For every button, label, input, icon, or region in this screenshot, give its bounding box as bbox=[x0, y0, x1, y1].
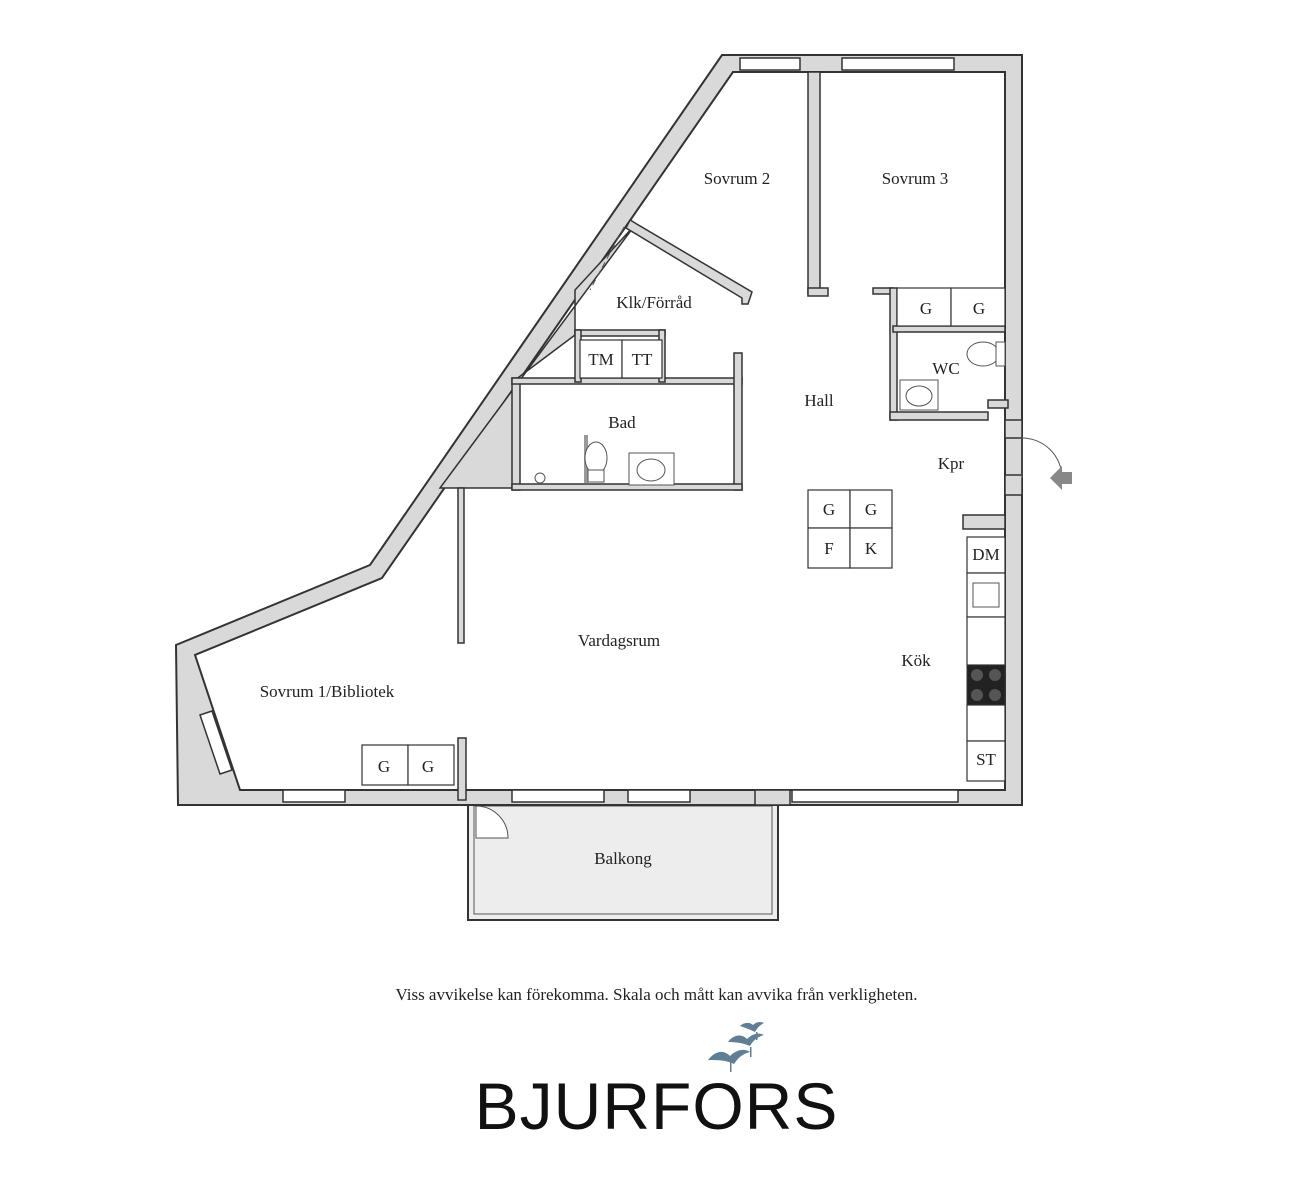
fixture-g: G bbox=[823, 500, 835, 519]
fixture-tt: TT bbox=[632, 350, 653, 369]
windows bbox=[199, 57, 959, 803]
disclaimer-text: Viss avvikelse kan förekomma. Skala och … bbox=[395, 985, 918, 1004]
brand-logo-text: BJURFORS bbox=[474, 1069, 839, 1143]
stove-icon bbox=[966, 664, 1006, 706]
fixture-g: G bbox=[422, 757, 434, 776]
room-sovrum-1: Sovrum 1/Bibliotek bbox=[260, 682, 395, 701]
entrance-arrow-icon bbox=[1050, 466, 1072, 490]
room-vardagsrum: Vardagsrum bbox=[578, 631, 660, 650]
room-sovrum-3: Sovrum 3 bbox=[882, 169, 949, 188]
toilet-icon bbox=[584, 435, 608, 483]
fixture-g: G bbox=[920, 299, 932, 318]
fixture-k: K bbox=[865, 539, 878, 558]
room-kok: Kök bbox=[901, 651, 931, 670]
sink-icon bbox=[972, 582, 1000, 608]
fixture-g: G bbox=[973, 299, 985, 318]
interior-walls bbox=[457, 71, 1023, 806]
floor-plan: Sovrum 2 Sovrum 3 Klk/Förråd Bad Hall WC… bbox=[174, 54, 1072, 921]
room-klk-forrad: Klk/Förråd bbox=[616, 293, 692, 312]
fixture-st: ST bbox=[976, 750, 996, 769]
fixture-f: F bbox=[824, 539, 833, 558]
room-balkong: Balkong bbox=[594, 849, 652, 868]
room-sovrum-2: Sovrum 2 bbox=[704, 169, 771, 188]
outer-wall bbox=[174, 54, 1023, 806]
room-kpr: Kpr bbox=[938, 454, 965, 473]
fixture-g: G bbox=[865, 500, 877, 519]
fixture-tm: TM bbox=[588, 350, 614, 369]
room-wc: WC bbox=[932, 359, 959, 378]
room-bad: Bad bbox=[608, 413, 636, 432]
room-hall: Hall bbox=[804, 391, 834, 410]
birds-logo-icon bbox=[708, 1021, 764, 1072]
fixture-dm: DM bbox=[972, 545, 999, 564]
fixture-g: G bbox=[378, 757, 390, 776]
